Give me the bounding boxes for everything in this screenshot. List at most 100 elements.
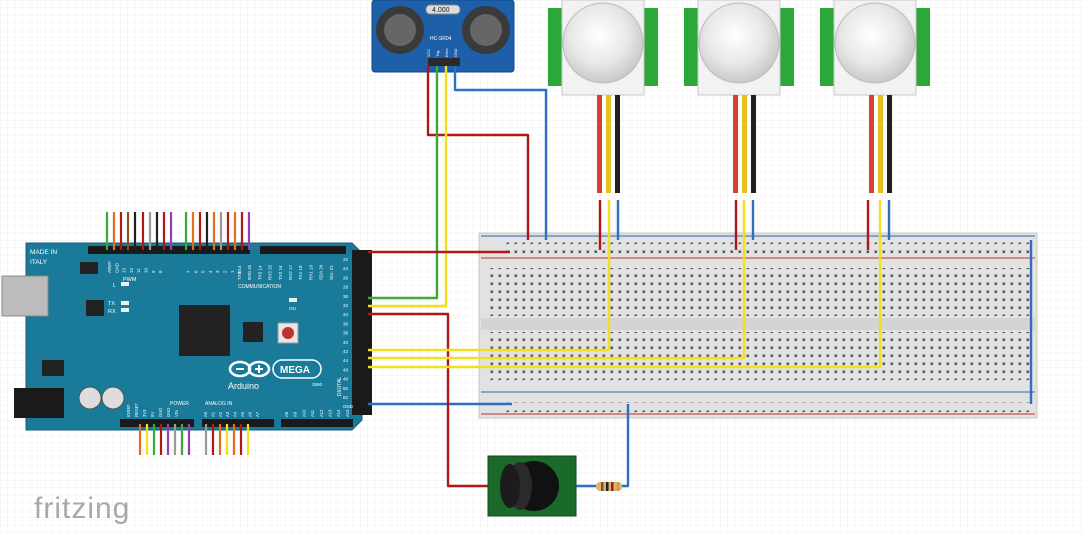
digital-label: DIGITAL	[337, 377, 343, 396]
pin-label: 32	[343, 303, 349, 308]
pin-label: 48	[343, 377, 349, 382]
pin-label: Trig	[436, 51, 440, 57]
pin-label: A0	[203, 411, 208, 417]
pin-label: VCC	[427, 49, 431, 57]
arduino-brand-label: Arduino	[228, 381, 259, 391]
pin-label: 8	[158, 270, 163, 273]
pin-label: 5V	[150, 412, 155, 417]
analog-in-label: ANALOG IN	[205, 401, 233, 407]
pin-label: 40	[343, 340, 349, 345]
pin-label: A8	[284, 411, 289, 417]
wire-ultrasonic-vcc	[426, 66, 530, 240]
pin-label: 24	[343, 266, 349, 271]
pin-label: A12	[319, 409, 324, 417]
wire-ultrasonic-gnd	[453, 66, 548, 240]
voltage-regulator	[42, 360, 64, 376]
pin-label: 50	[343, 386, 349, 391]
pir-dome	[834, 2, 916, 84]
on-led-label: ON	[289, 306, 296, 311]
pin-label: 38	[343, 331, 349, 336]
pin-label: RX0 15	[247, 264, 252, 280]
pin-label: RX1 19	[308, 264, 313, 280]
pin-label: 10	[144, 267, 149, 273]
pin-label: TX1 18	[298, 265, 303, 280]
made-in-country-label: ITALY	[30, 259, 48, 266]
pin-label: 36	[343, 321, 349, 326]
wire-ultrasonic-trig	[368, 66, 439, 300]
breadboard	[478, 232, 1038, 419]
pir-sensor	[820, 0, 930, 193]
pin-label: GND	[158, 408, 163, 417]
usb-port	[1, 275, 49, 317]
pin-label: TX3 14	[257, 265, 262, 280]
pir-dome	[562, 2, 644, 84]
buzzer	[487, 455, 577, 517]
wires	[368, 66, 1033, 488]
pin-label: SDA 20	[319, 264, 324, 280]
pin-label: 11	[136, 268, 141, 273]
wire-pir1-signal	[368, 200, 611, 352]
pin-label: 42	[343, 349, 349, 354]
pin-label: 9	[151, 270, 156, 273]
pin-label: A7	[255, 411, 260, 417]
pin-label: A3	[225, 411, 230, 417]
pwm-label: PWM	[123, 277, 137, 283]
pin-label: 12	[129, 267, 134, 273]
pin-label: A10	[301, 409, 306, 417]
crystal-label: 4.000	[432, 7, 450, 14]
pin-label: 0	[237, 270, 242, 273]
pin-label: 3	[215, 270, 220, 273]
reset-button-cap[interactable]	[282, 327, 294, 339]
pir-sensor-group	[548, 0, 930, 193]
microcontroller-chip	[179, 305, 230, 356]
mega-model-sub-label: 2560	[312, 382, 323, 387]
pin-label: A15	[345, 409, 350, 417]
wire-pir3-signal	[368, 200, 882, 369]
pin-label: Echo	[445, 48, 449, 57]
pin-label: A11	[310, 409, 315, 417]
pin-label: A13	[328, 409, 333, 417]
pin-label: IOREF	[126, 404, 131, 417]
fritzing-watermark: fritzing	[34, 492, 130, 525]
pin-label: RX2 17	[288, 264, 293, 280]
pin-label: TX2 16	[278, 265, 283, 280]
pin-label: 34	[343, 312, 349, 317]
ultrasonic-pin-labels: VCC Trig Echo GND	[427, 48, 458, 57]
capacitor	[101, 386, 125, 410]
arduino-mega-board	[1, 242, 372, 431]
tx-led-label: TX	[108, 301, 115, 307]
mega-badge	[272, 359, 322, 379]
ultrasonic-sensor	[371, 0, 515, 73]
ultrasonic-model-label: HC-SR04	[430, 36, 452, 42]
header-jumper-stubs	[105, 212, 251, 455]
pin-label: 28	[343, 285, 349, 290]
pin-label: 44	[343, 358, 349, 363]
wire-pir2-signal	[368, 200, 746, 360]
pin-label: RESET	[134, 403, 139, 417]
pin-label: A2	[218, 411, 223, 417]
wire-resistor-gnd	[622, 404, 630, 488]
power-label: POWER	[170, 401, 189, 407]
pin-label: 2	[223, 270, 228, 273]
arduino-logo	[228, 360, 271, 378]
pin-label: GND	[454, 48, 458, 57]
l-led-label: L	[113, 283, 116, 289]
pin-label: A1	[210, 411, 215, 417]
pin-label: A9	[293, 411, 298, 417]
pin-label: 7	[186, 270, 191, 273]
pin-label: 3V3	[142, 409, 147, 417]
pir-sensor	[548, 0, 658, 193]
pin-label: 30	[343, 294, 349, 299]
pin-label: A5	[240, 411, 245, 417]
pin-label: 5	[201, 270, 206, 273]
pin-label: 22	[343, 257, 349, 262]
pin-label: 6	[193, 270, 198, 273]
pin-label: RX3 15	[268, 264, 273, 280]
